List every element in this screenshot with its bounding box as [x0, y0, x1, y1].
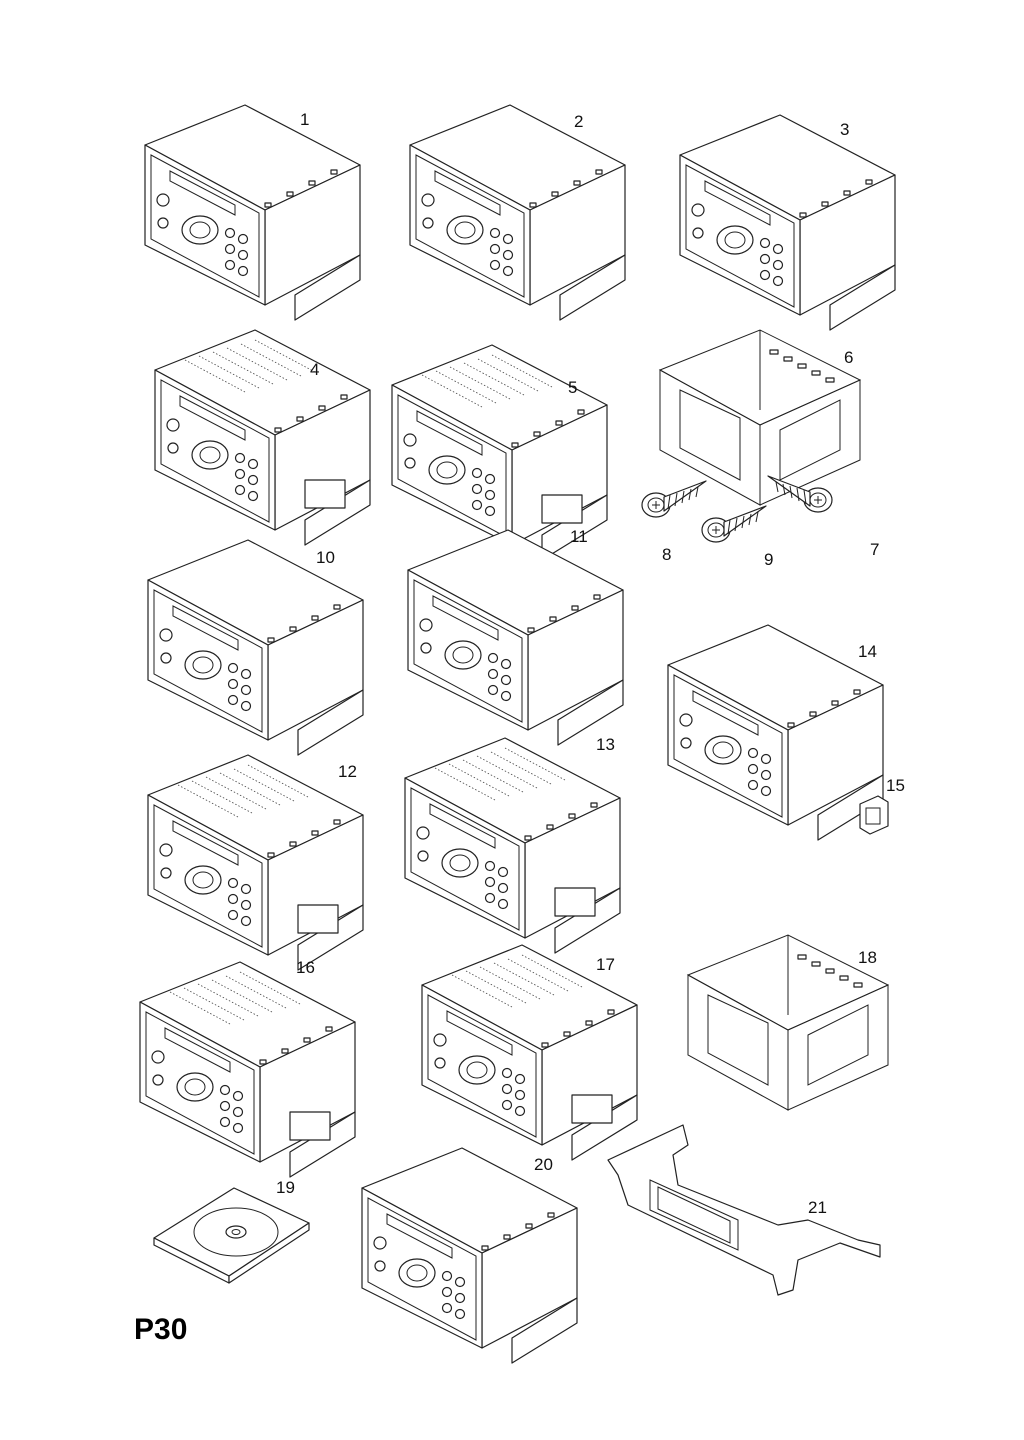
callout-8: 8 — [662, 545, 672, 564]
callout-12: 12 — [338, 762, 357, 781]
callout-9: 9 — [764, 550, 774, 569]
callout-15: 15 — [886, 776, 905, 795]
part-11-drawing — [407, 529, 624, 746]
part-14-drawing — [667, 624, 884, 841]
part-13-drawing — [404, 737, 621, 954]
callout-20: 20 — [534, 1155, 553, 1174]
callout-3: 3 — [840, 120, 850, 139]
callout-13: 13 — [596, 735, 615, 754]
callout-14: 14 — [858, 642, 877, 661]
part-12-drawing — [147, 754, 364, 971]
callout-5: 5 — [568, 378, 578, 397]
part-18-drawing — [686, 934, 890, 1111]
part-21-drawing — [607, 1124, 881, 1296]
callout-17: 17 — [596, 955, 615, 974]
callout-10: 10 — [316, 548, 335, 567]
part-16-drawing — [139, 961, 356, 1178]
callout-18: 18 — [858, 948, 877, 967]
drawing-layer — [139, 104, 896, 1364]
part-6-drawing — [658, 329, 862, 506]
callout-6: 6 — [844, 348, 854, 367]
part-8-drawing — [641, 480, 707, 518]
part-4-drawing — [154, 329, 371, 546]
part-15-drawing — [859, 795, 889, 835]
part-19-drawing — [153, 1187, 310, 1284]
part-17-drawing — [421, 944, 638, 1161]
part-3-drawing — [679, 114, 896, 331]
part-20-drawing — [361, 1147, 578, 1364]
part-7-drawing — [767, 475, 833, 513]
part-9-drawing — [701, 505, 767, 543]
callout-7: 7 — [870, 540, 880, 559]
callout-21: 21 — [808, 1198, 827, 1217]
callout-4: 4 — [310, 360, 320, 379]
page-code: P30 — [134, 1313, 188, 1346]
callout-16: 16 — [296, 958, 315, 977]
callout-19: 19 — [276, 1178, 295, 1197]
callout-11: 11 — [570, 527, 588, 546]
callout-1: 1 — [300, 110, 310, 129]
part-10-drawing — [147, 539, 364, 756]
callout-2: 2 — [574, 112, 584, 131]
part-1-drawing — [144, 104, 361, 321]
part-5-drawing — [391, 344, 608, 561]
part-2-drawing — [409, 104, 626, 321]
